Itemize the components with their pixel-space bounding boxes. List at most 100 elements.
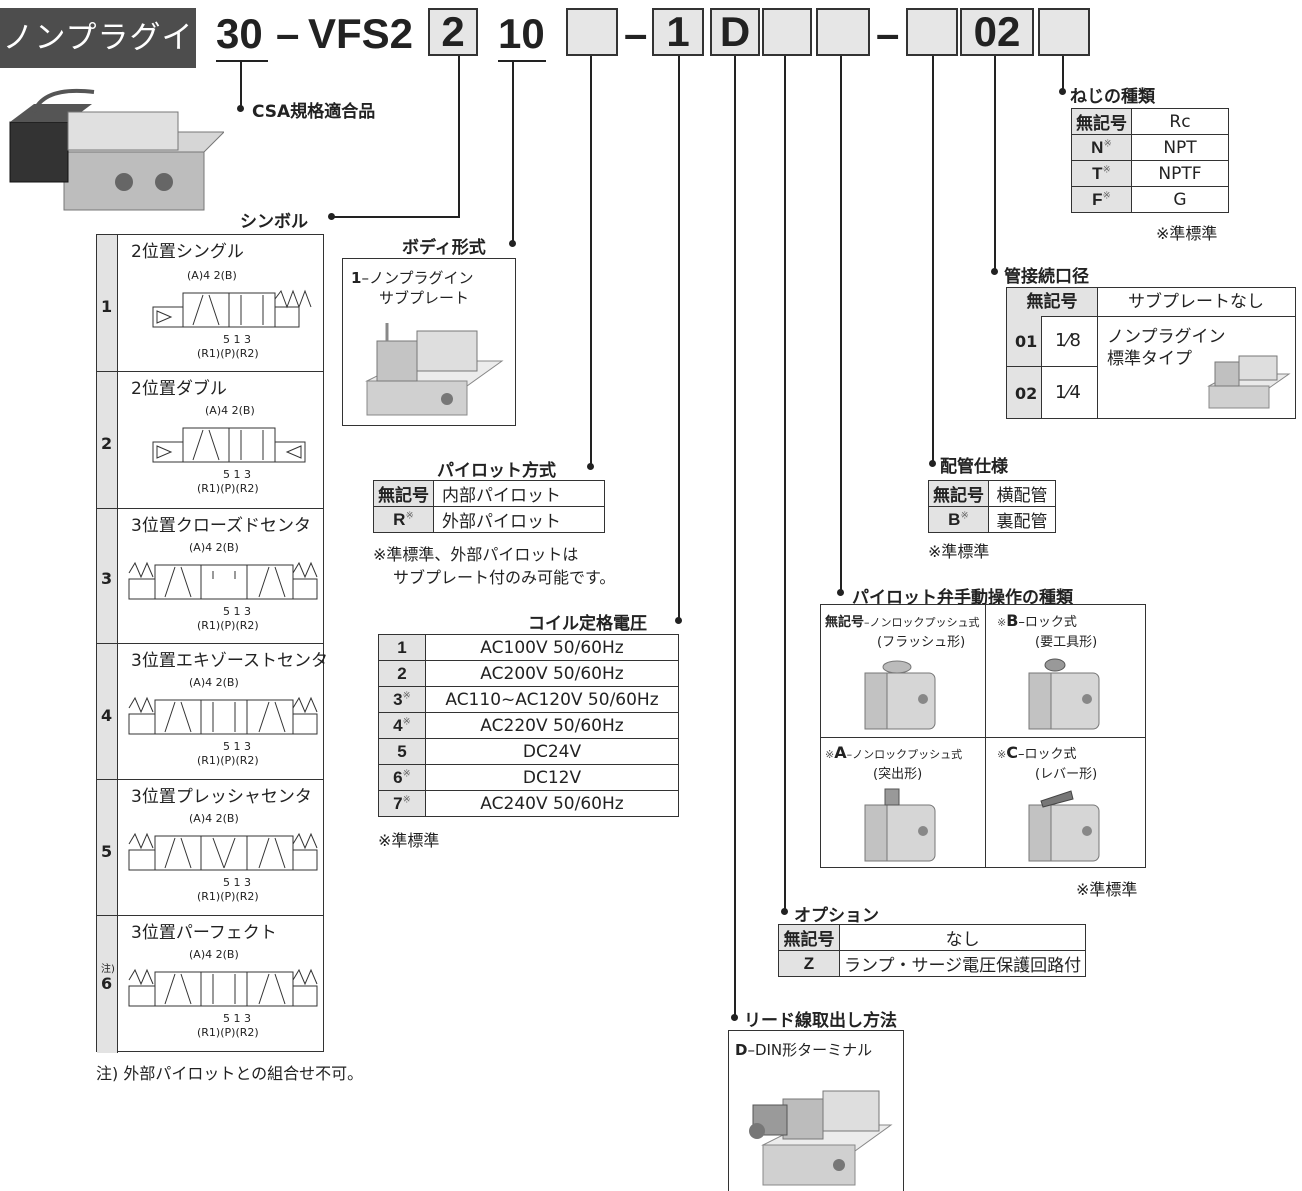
coil-mark: ※: [402, 793, 411, 805]
valve-symbol-diagram: [152, 289, 312, 328]
code-box-manual: [816, 8, 870, 56]
symbol-ports-labels: (R1)(P)(R2): [197, 619, 259, 632]
symbol-ports-bottom: 5 1 3: [223, 333, 251, 346]
coil-row: 6※DC12V: [378, 764, 679, 791]
code-box-pilot: [566, 8, 618, 56]
manual-photo-extended: [864, 788, 936, 862]
code-box-piping: [906, 8, 958, 56]
manual-code: B: [1006, 611, 1019, 630]
piping-mark: ※: [960, 509, 969, 521]
pilot-note-1: ※準標準、外部パイロットは: [373, 545, 579, 564]
line-pilot: [590, 56, 592, 466]
body-label-2: サブプレート: [379, 289, 470, 307]
symbol-ports-bottom: 5 1 3: [223, 876, 251, 889]
manual-cell-b: ※B–ロック式: [997, 611, 1077, 630]
body-panel: 1–ノンプラグイン サブプレート: [342, 258, 516, 426]
symbol-footnote: 注) 外部パイロットとの組合せ不可。: [96, 1064, 364, 1083]
coil-row: 7※AC240V 50/60Hz: [378, 790, 679, 817]
thread-code: 無記号: [1076, 114, 1127, 133]
line-thread: [1062, 56, 1064, 92]
code-box-thread: [1038, 8, 1090, 56]
coil-code: 2: [397, 663, 407, 683]
dot-port: [991, 268, 998, 275]
pilot-title: パイロット方式: [437, 461, 556, 481]
coil-voltage: AC200V 50/60Hz: [425, 660, 679, 687]
manual-title: パイロット弁手動操作の種類: [852, 588, 1073, 608]
coil-code: 4: [393, 715, 403, 735]
underline-prefix: [216, 60, 268, 62]
manual-grid: 無記号–ノンロックプッシュ式 (フラッシュ形) ※B–ロック式 (要工具形) ※…: [820, 604, 1146, 868]
code-box-symbol: 2: [428, 8, 478, 56]
thread-type: NPT: [1131, 134, 1229, 161]
manual-sub: (要工具形): [1035, 635, 1098, 650]
symbol-num: 1: [101, 297, 113, 316]
valve-symbol-diagram: [128, 696, 318, 735]
line-piping: [932, 56, 934, 464]
symbol-ports-bottom: 5 1 3: [223, 468, 251, 481]
manual-mark: ※: [825, 748, 835, 761]
pilot-note-2: サブプレート付のみ可能です。: [393, 568, 616, 587]
thread-row: F※G: [1071, 186, 1229, 213]
piping-type: 横配管: [988, 480, 1056, 507]
code-body: 10: [498, 10, 545, 57]
line-coil: [678, 56, 680, 620]
symbol-ports-bottom: 5 1 3: [223, 605, 251, 618]
manual-code: C: [1006, 743, 1018, 762]
coil-row: 3※AC110~AC120V 50/60Hz: [378, 686, 679, 713]
symbol-ports-labels: (R1)(P)(R2): [197, 1026, 259, 1039]
line-symbol-h: [334, 216, 460, 218]
manual-cell-c: ※C–ロック式: [997, 743, 1076, 762]
dot-body: [509, 240, 516, 247]
symbol-row-2: 2 2位置ダブル (A)4 2(B) 5 1 3 (R1)(P)(R2): [97, 372, 323, 509]
dot-option: [781, 908, 788, 915]
symbol-ports-labels: (R1)(P)(R2): [197, 890, 259, 903]
code-box-port: 02: [960, 8, 1034, 56]
symbol-ports-bottom: 5 1 3: [223, 1012, 251, 1025]
thread-mark: ※: [1102, 163, 1111, 175]
option-row: 無記号なし: [778, 924, 1087, 951]
thread-note: ※準標準: [1156, 224, 1218, 243]
manual-mark: ※: [997, 616, 1007, 629]
coil-voltage: DC12V: [425, 764, 679, 791]
coil-code: 3: [393, 689, 403, 709]
port-table: 無記号 サブプレートなし 01 1⁄8 02 1⁄4 ノンプラグイン 標準タイプ: [1006, 287, 1296, 419]
code-dash-3: –: [876, 10, 900, 57]
lead-title: リード線取出し方法: [744, 1011, 897, 1031]
coil-code: 1: [397, 637, 407, 657]
valve-photo: [9, 88, 224, 211]
symbol-table: 1 2位置シングル (A)4 2(B) 5 1 3 (R1)(P)(R2) 2 …: [96, 234, 328, 1053]
pilot-desc: 内部パイロット: [433, 480, 605, 507]
manual-note: ※準標準: [1076, 880, 1138, 899]
pilot-desc: 外部パイロット: [433, 506, 605, 533]
line-option: [784, 56, 786, 912]
thread-type: Rc: [1131, 108, 1229, 135]
line-manual: [840, 56, 842, 592]
code-box-lead: D: [710, 8, 760, 56]
coil-code: 5: [397, 741, 407, 761]
manual-photo-lever: [1028, 790, 1100, 862]
manual-label: –ノンロックプッシュ式: [846, 748, 963, 761]
symbol-num: 2: [101, 434, 113, 453]
symbol-name: 3位置プレッシャセンタ: [131, 787, 312, 807]
port-size: 1⁄8: [1055, 330, 1081, 351]
coil-mark: ※: [402, 689, 411, 701]
manual-sub: (レバー形): [1035, 767, 1098, 782]
valve-symbol-diagram: [128, 968, 318, 1007]
option-code: 無記号: [783, 930, 835, 949]
symbol-title: シンボル: [240, 212, 308, 232]
manual-photo-flush: [864, 660, 936, 730]
option-title: オプション: [794, 906, 879, 926]
thread-title: ねじの種類: [1070, 87, 1155, 107]
coil-mark: ※: [402, 767, 411, 779]
line-csa: [240, 60, 242, 108]
coil-voltage: AC220V 50/60Hz: [425, 712, 679, 739]
thread-code: T: [1092, 163, 1103, 183]
pilot-table: 無記号 内部パイロット R※ 外部パイロット: [373, 480, 605, 533]
symbol-num: 3: [101, 569, 113, 588]
